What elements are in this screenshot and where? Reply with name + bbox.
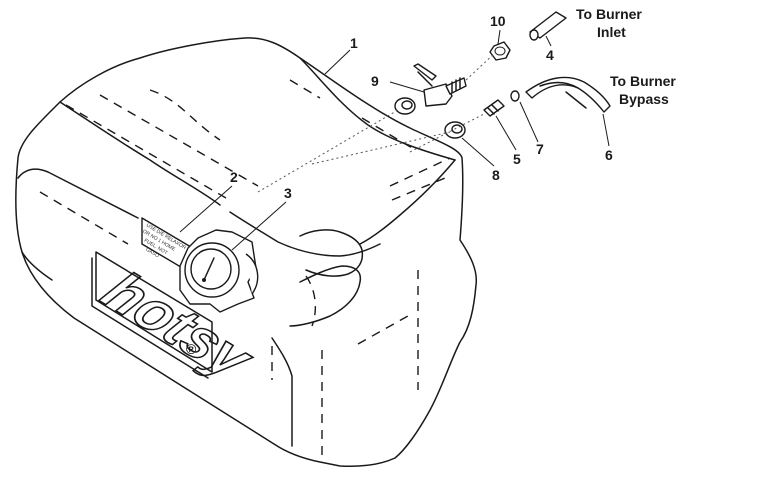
callout-8-bushing: 8: [492, 167, 500, 183]
leader-lines: [179, 29, 610, 251]
assembly-lines: [257, 51, 497, 193]
callout-9-valve: 9: [371, 73, 379, 89]
callout-6-bypass-hose: 6: [605, 147, 613, 163]
callout-3-cap: 3: [284, 185, 292, 201]
fuel-cap-gauge: [179, 229, 259, 313]
callout-7-o-ring: 7: [536, 141, 544, 157]
callout-2-decal: 2: [230, 169, 238, 185]
burner-bypass-label-line2: Bypass: [619, 91, 669, 107]
shutoff-valve: [413, 63, 467, 107]
burner-inlet-label-line1: To Burner: [576, 6, 642, 22]
callout-1-tank: 1: [350, 35, 358, 51]
burner-inlet-label-line2: Inlet: [597, 24, 626, 40]
fuel-tank: [15, 37, 478, 467]
tank-bushing-upper: [394, 97, 416, 115]
inlet-hose: [529, 11, 567, 41]
registered-mark: ®: [186, 341, 197, 357]
bypass-hose: [525, 76, 611, 113]
tank-bushing-lower: [444, 121, 466, 139]
compression-nut: [489, 41, 511, 61]
callout-10-nut: 10: [490, 13, 506, 29]
o-ring: [510, 90, 520, 102]
callout-4-inlet-hose: 4: [546, 47, 554, 63]
barbed-fitting: [483, 99, 505, 117]
callout-5-fitting: 5: [513, 151, 521, 167]
burner-bypass-label-line1: To Burner: [610, 73, 676, 89]
